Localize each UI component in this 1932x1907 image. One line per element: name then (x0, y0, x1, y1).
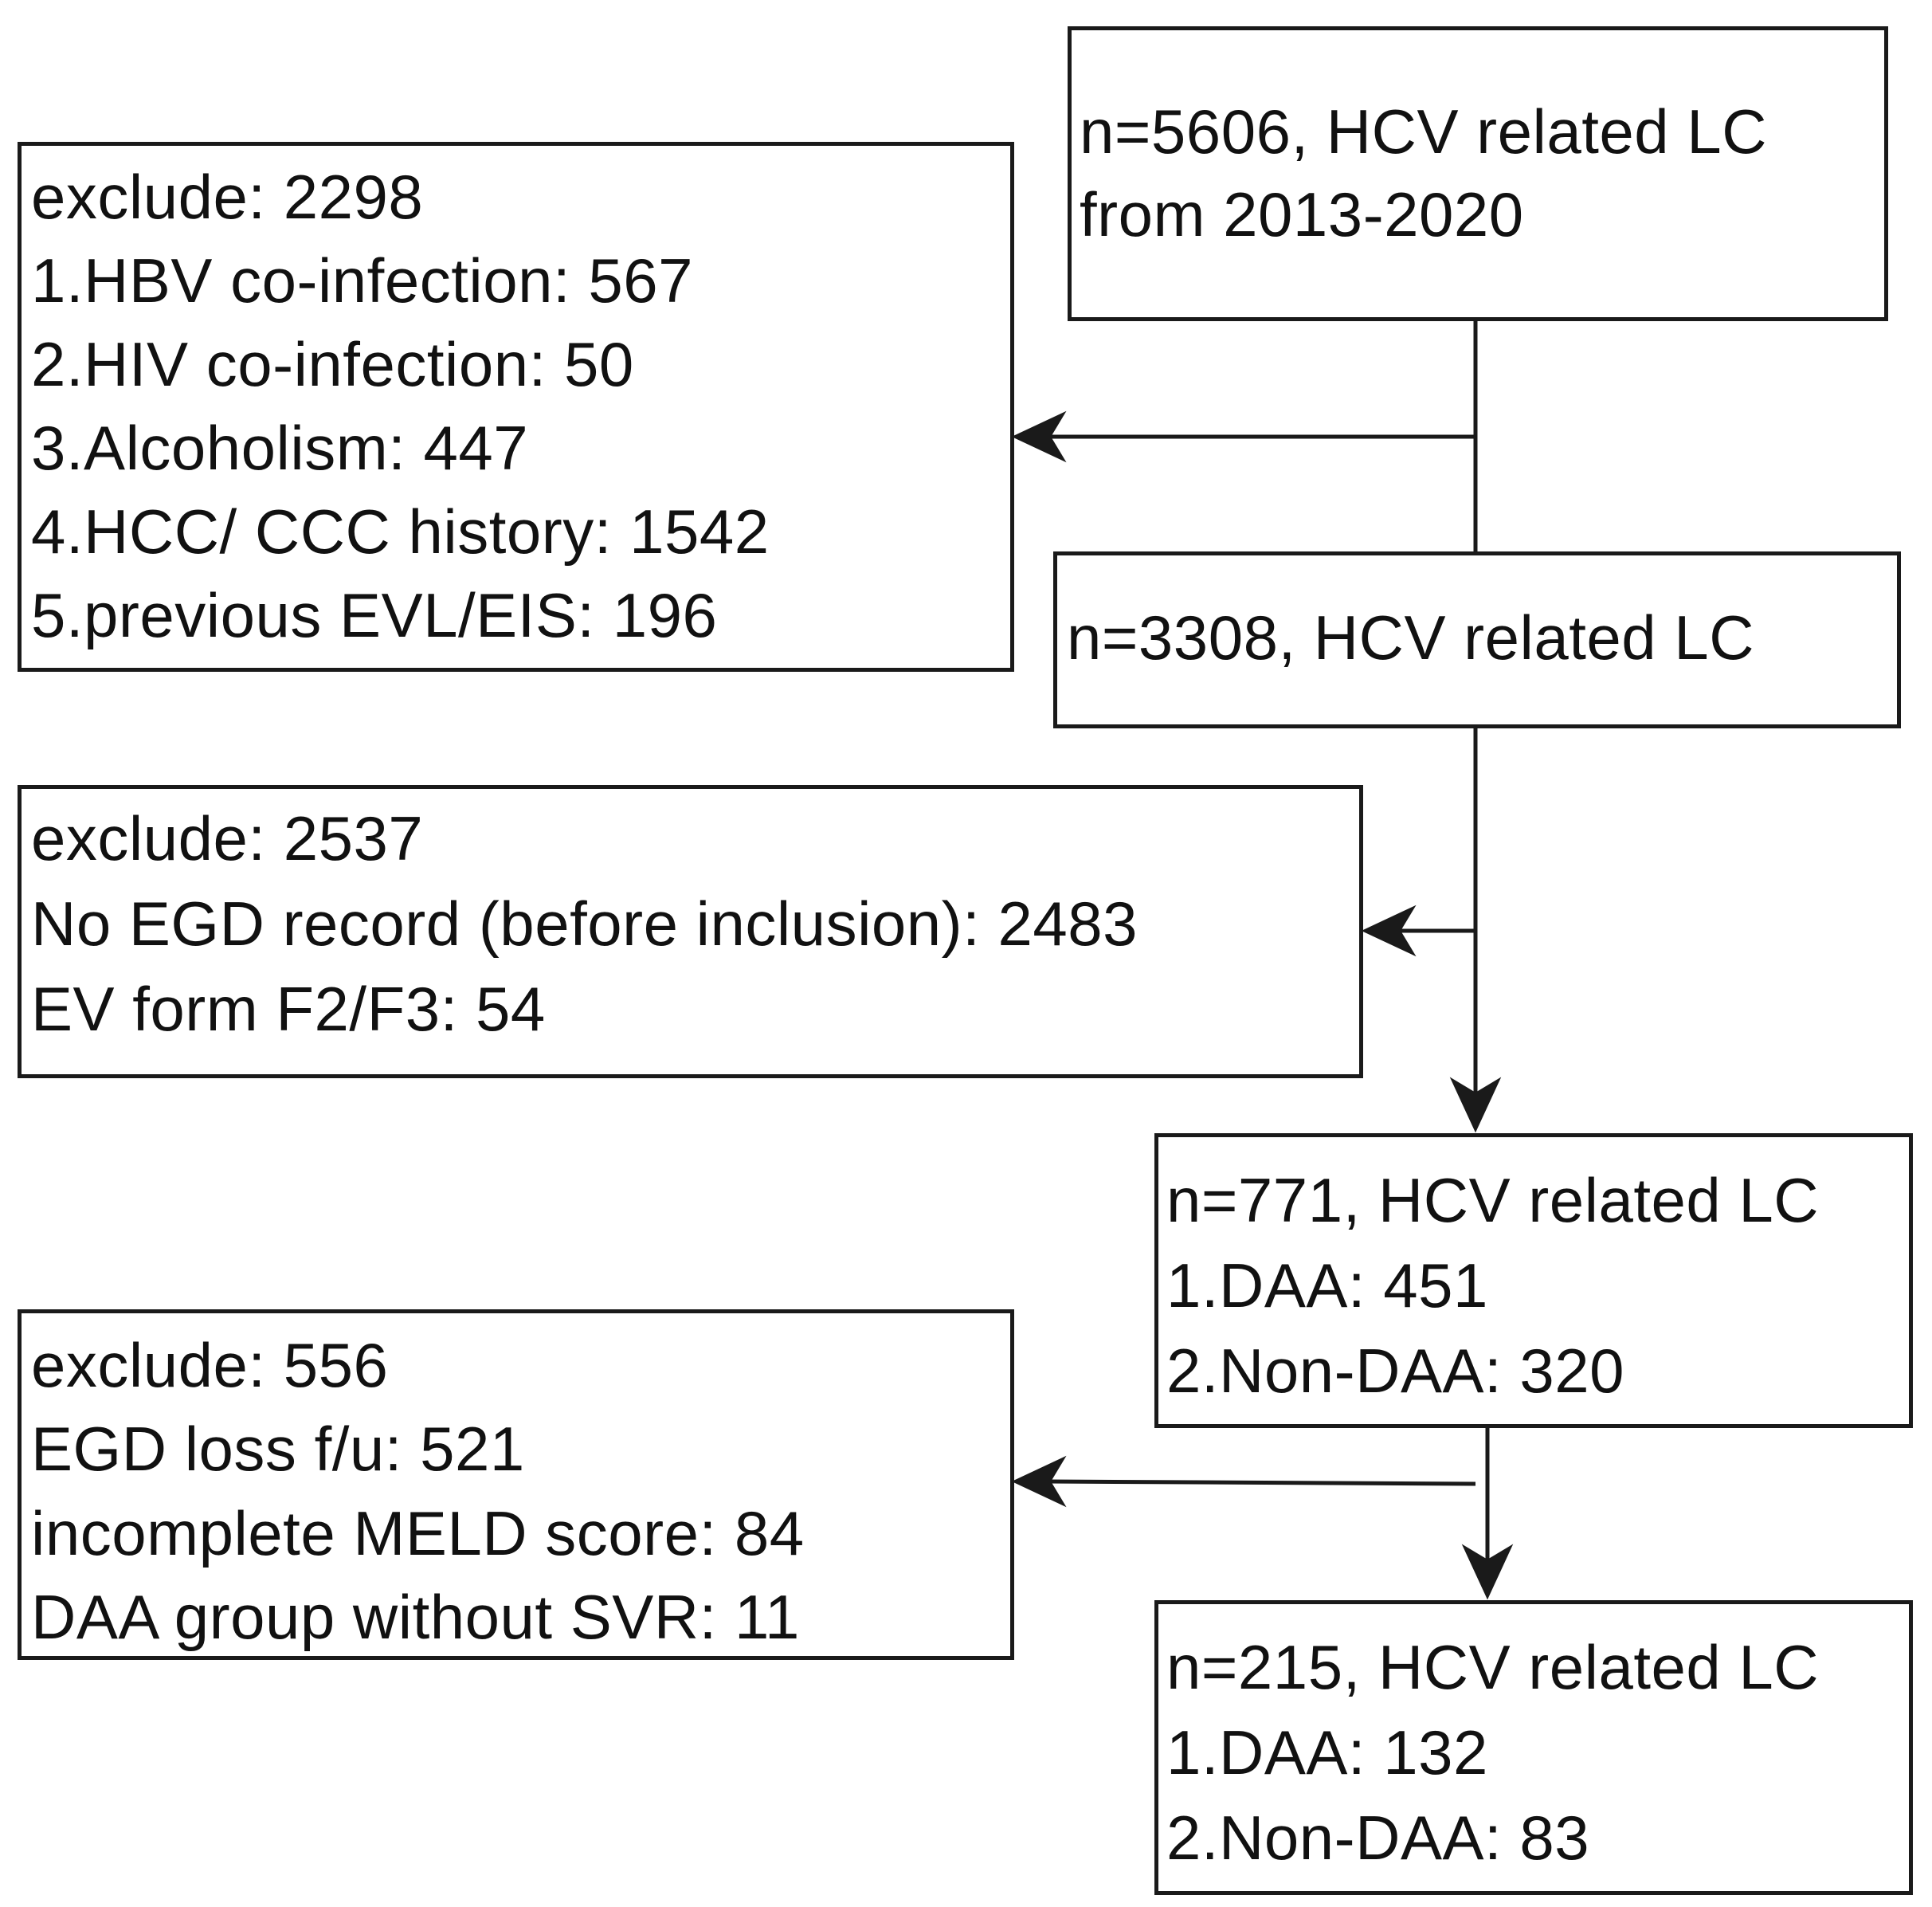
box-step-3: n=771, HCV related LC 1.DAA: 451 2.Non-D… (1154, 1133, 1913, 1428)
final-line: n=215, HCV related LC (1166, 1632, 1820, 1702)
exclude-1-line: 4.HCC/ CCC history: 1542 (31, 496, 770, 567)
box-start: n=5606, HCV related LC from 2013-2020 (1068, 26, 1888, 321)
start-line: n=5606, HCV related LC (1080, 96, 1768, 167)
exclude-1-line: 5.previous EVL/EIS: 196 (31, 580, 718, 650)
exclude-3-line: DAA group without SVR: 11 (31, 1582, 800, 1652)
final-line: 1.DAA: 132 (1166, 1717, 1488, 1787)
box-exclude-1: exclude: 2298 1.HBV co-infection: 567 2.… (18, 142, 1014, 672)
exclude-1-line: 2.HIV co-infection: 50 (31, 329, 634, 399)
step-3-line: 2.Non-DAA: 320 (1166, 1336, 1624, 1406)
start-line: from 2013-2020 (1080, 179, 1524, 249)
exclude-3-line: incomplete MELD score: 84 (31, 1498, 805, 1568)
exclude-3-line: exclude: 556 (31, 1330, 389, 1400)
box-final: n=215, HCV related LC 1.DAA: 132 2.Non-D… (1154, 1600, 1913, 1895)
box-exclude-2: exclude: 2537 No EGD record (before incl… (18, 785, 1363, 1078)
box-exclude-3: exclude: 556 EGD loss f/u: 521 incomplet… (18, 1309, 1014, 1660)
exclude-2-line: EV form F2/F3: 54 (31, 974, 546, 1044)
exclude-1-line: 3.Alcoholism: 447 (31, 413, 529, 483)
box-step-2: n=3308, HCV related LC (1053, 551, 1901, 728)
exclude-2-line: No EGD record (before inclusion): 2483 (31, 889, 1138, 959)
step-3-line: 1.DAA: 451 (1166, 1250, 1488, 1320)
exclude-2-line: exclude: 2537 (31, 803, 424, 873)
exclude-1-line: 1.HBV co-infection: 567 (31, 245, 693, 316)
arrowhead-exclude-1 (1011, 410, 1067, 463)
arrowhead-exclude-2 (1361, 904, 1417, 957)
step-3-line: n=771, HCV related LC (1166, 1165, 1820, 1235)
step-2-line: n=3308, HCV related LC (1067, 602, 1755, 673)
arrowhead-final (1461, 1544, 1514, 1600)
final-line: 2.Non-DAA: 83 (1166, 1803, 1590, 1873)
arrowhead-exclude-3 (1011, 1455, 1067, 1508)
arrowhead-step-3 (1449, 1077, 1502, 1133)
exclude-1-line: exclude: 2298 (31, 162, 424, 232)
connector-branch-to-exclude-3 (1047, 1479, 1476, 1486)
exclude-3-line: EGD loss f/u: 521 (31, 1414, 525, 1484)
